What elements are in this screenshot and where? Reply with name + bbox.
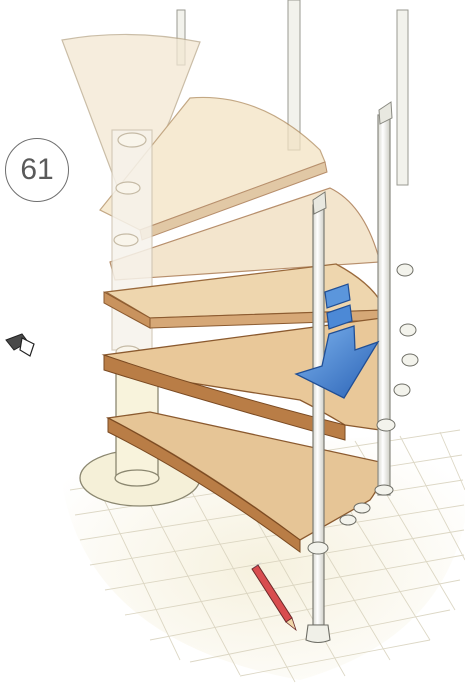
step-number-badge: 61	[5, 138, 69, 202]
wrench-tool-icon	[6, 334, 34, 356]
step-number: 61	[20, 153, 53, 187]
